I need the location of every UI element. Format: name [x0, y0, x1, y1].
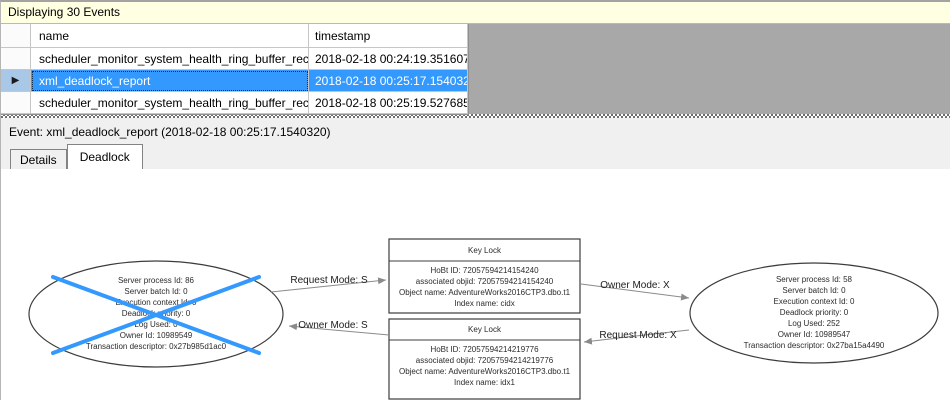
edge-label-owner-s: Owner Mode: S [298, 320, 368, 331]
process-detail-line: Log Used: 252 [787, 319, 841, 328]
events-grid-region: name timestamp scheduler_monitor_system_… [1, 24, 950, 115]
process-detail-line: Execution context Id: 0 [773, 297, 855, 306]
process-detail-line: Transaction descriptor: 0x27b985d1ac0 [85, 342, 227, 351]
winner-process-details: Server process Id: 58 Server batch Id: 0… [694, 274, 934, 351]
key-lock-bottom-title: Key Lock [468, 325, 501, 334]
grid-header-row: name timestamp [1, 24, 468, 48]
process-detail-line: Transaction descriptor: 0x27ba15a4490 [743, 341, 885, 350]
horizontal-splitter[interactable] [1, 114, 950, 118]
detail-tabstrip: Details Deadlock [1, 143, 950, 169]
events-grid: name timestamp scheduler_monitor_system_… [1, 24, 469, 115]
table-row[interactable]: scheduler_monitor_system_health_ring_buf… [1, 48, 468, 70]
event-name-cell[interactable]: scheduler_monitor_system_health_ring_buf… [31, 48, 309, 70]
resource-detail-line: Object name: AdventureWorks2016CTP3.dbo.… [398, 367, 571, 376]
deadlock-graph: Server process Id: 86 Server batch Id: 0… [1, 169, 950, 400]
column-header-timestamp[interactable]: timestamp [309, 24, 468, 48]
event-name-cell[interactable]: xml_deadlock_report [31, 70, 309, 92]
process-detail-line: Server batch Id: 0 [124, 287, 188, 296]
resource-detail-line: Index name: cidx [454, 299, 515, 308]
process-detail-line: Log Used: 0 [134, 320, 178, 329]
table-row[interactable]: scheduler_monitor_system_health_ring_buf… [1, 92, 468, 114]
event-name-cell[interactable]: scheduler_monitor_system_health_ring_buf… [31, 92, 309, 114]
process-detail-line: Deadlock priority: 0 [779, 308, 849, 317]
row-gutter[interactable] [1, 92, 31, 114]
table-row-selected[interactable]: ▶ xml_deadlock_report 2018-02-18 00:25:1… [1, 70, 468, 92]
resource-detail-line: HoBt ID: 72057594214219776 [430, 345, 539, 354]
process-detail-line: Server process Id: 86 [117, 276, 195, 285]
grid-header-gutter [1, 24, 31, 48]
process-detail-line: Deadlock priority: 0 [121, 309, 191, 318]
process-detail-line: Server batch Id: 0 [782, 286, 846, 295]
edge-label-request-s: Request Mode: S [290, 275, 368, 286]
event-timestamp-cell[interactable]: 2018-02-18 00:24:19.3516078 [309, 48, 468, 70]
process-detail-line: Server process Id: 58 [775, 275, 853, 284]
row-gutter[interactable]: ▶ [1, 70, 31, 92]
tab-deadlock[interactable]: Deadlock [66, 144, 143, 169]
victim-process-details: Server process Id: 86 Server batch Id: 0… [36, 275, 276, 352]
event-title: Event: xml_deadlock_report (2018-02-18 0… [9, 125, 331, 139]
resource-detail-line: associated objid: 72057594214154240 [415, 277, 554, 286]
edge-label-owner-x: Owner Mode: X [600, 280, 670, 291]
event-timestamp-cell[interactable]: 2018-02-18 00:25:17.1540320 [309, 70, 468, 92]
event-detail-panel: Event: xml_deadlock_report (2018-02-18 0… [1, 118, 950, 400]
resource-detail-line: Index name: idx1 [454, 378, 515, 387]
displaying-events-banner: Displaying 30 Events [1, 2, 950, 24]
key-lock-bottom-details: HoBt ID: 72057594214219776 associated ob… [391, 344, 578, 388]
process-detail-line: Owner Id: 10989549 [119, 331, 193, 340]
tab-details[interactable]: Details [10, 149, 67, 169]
event-timestamp-cell[interactable]: 2018-02-18 00:25:19.5276859 [309, 92, 468, 114]
row-gutter[interactable] [1, 48, 31, 70]
current-row-marker-icon: ▶ [11, 74, 20, 86]
resource-detail-line: HoBt ID: 72057594214154240 [430, 266, 539, 275]
process-detail-line: Owner Id: 10989547 [777, 330, 851, 339]
process-detail-line: Execution context Id: 0 [115, 298, 197, 307]
key-lock-top-title: Key Lock [468, 245, 501, 255]
deadlock-tab-content: Server process Id: 86 Server batch Id: 0… [1, 169, 950, 400]
key-lock-top-details: HoBt ID: 72057594214154240 associated ob… [391, 265, 578, 309]
resource-detail-line: associated objid: 72057594214219776 [415, 356, 554, 365]
resource-detail-line: Object name: AdventureWorks2016CTP3.dbo.… [398, 288, 571, 297]
edge-label-request-x: Request Mode: X [599, 330, 677, 341]
column-header-name[interactable]: name [31, 24, 309, 48]
